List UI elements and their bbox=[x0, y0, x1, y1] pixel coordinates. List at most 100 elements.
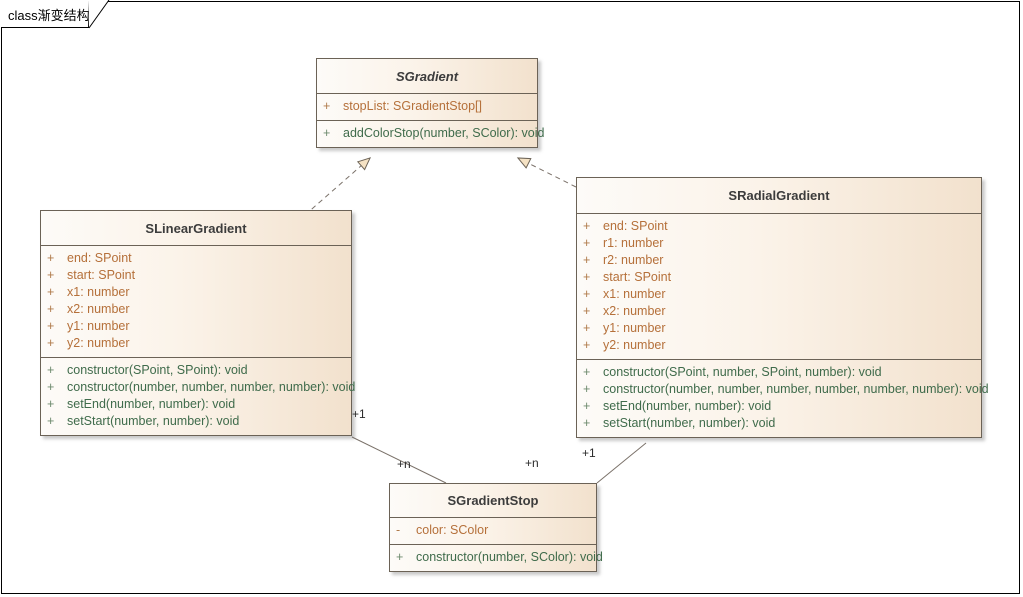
attribute-signature: color: SColor bbox=[416, 523, 489, 537]
attribute-signature: end: SPoint bbox=[603, 219, 668, 233]
class-separator bbox=[41, 245, 351, 246]
attribute-row: + start: SPoint bbox=[577, 269, 981, 286]
visibility-marker: + bbox=[47, 251, 55, 265]
class-box-sgradientstop[interactable]: SGradientStop - color: SColor + construc… bbox=[389, 483, 603, 572]
visibility-marker: + bbox=[583, 253, 591, 267]
attribute-signature: y2: number bbox=[603, 338, 666, 352]
methods-compartment-sgradient: + addColorStop(number, SColor): void bbox=[317, 121, 545, 147]
attributes-compartment-sradialgradient: + end: SPoint + r1: number + r2: number … bbox=[577, 214, 981, 359]
visibility-marker: + bbox=[323, 99, 331, 113]
visibility-marker: + bbox=[583, 416, 591, 430]
class-separator bbox=[390, 544, 596, 545]
visibility-marker: + bbox=[47, 380, 55, 394]
methods-compartment-slineargradient: + constructor(SPoint, SPoint): void + co… bbox=[41, 358, 355, 435]
attribute-signature: x2: number bbox=[603, 304, 666, 318]
attribute-row: + y1: number bbox=[41, 318, 351, 335]
attribute-row: + stopList: SGradientStop[] bbox=[317, 98, 537, 115]
class-separator bbox=[317, 93, 537, 94]
attribute-signature: start: SPoint bbox=[67, 268, 136, 282]
attributes-compartment-slineargradient: + end: SPoint + start: SPoint + x1: numb… bbox=[41, 246, 351, 357]
visibility-marker: + bbox=[47, 336, 55, 350]
class-separator bbox=[317, 120, 537, 121]
attribute-row: + r1: number bbox=[577, 235, 981, 252]
class-separator bbox=[577, 213, 981, 214]
visibility-marker: + bbox=[583, 236, 591, 250]
multiplicity-linear-end: +1 bbox=[352, 407, 366, 421]
attribute-row: + start: SPoint bbox=[41, 267, 351, 284]
visibility-marker: + bbox=[583, 219, 591, 233]
method-row: + setEnd(number, number): void bbox=[41, 396, 351, 413]
method-signature: constructor(number, SColor): void bbox=[416, 550, 603, 564]
attribute-row: + end: SPoint bbox=[577, 218, 981, 235]
attributes-compartment-sgradientstop: - color: SColor bbox=[390, 518, 596, 544]
class-title-sgradientstop: SGradientStop bbox=[447, 493, 539, 508]
attribute-signature: r2: number bbox=[603, 253, 664, 267]
method-signature: constructor(number, number, number, numb… bbox=[603, 382, 989, 396]
multiplicity-stop-from-linear: +n bbox=[397, 457, 411, 471]
diagram-frame-tab-body bbox=[1, 1, 89, 28]
class-box-slineargradient[interactable]: SLinearGradient + end: SPoint + start: S… bbox=[40, 210, 355, 436]
visibility-marker: + bbox=[583, 399, 591, 413]
attribute-row: + y2: number bbox=[41, 335, 351, 352]
class-title-slineargradient: SLinearGradient bbox=[145, 220, 247, 236]
attribute-signature: y1: number bbox=[67, 319, 130, 333]
attribute-row: + end: SPoint bbox=[41, 250, 351, 267]
method-signature: setEnd(number, number): void bbox=[603, 399, 772, 413]
class-box-sgradient[interactable]: SGradient + stopList: SGradientStop[] + … bbox=[316, 58, 545, 148]
methods-compartment-sgradientstop: + constructor(number, SColor): void bbox=[390, 545, 603, 571]
visibility-marker: + bbox=[47, 319, 55, 333]
visibility-marker: + bbox=[583, 287, 591, 301]
visibility-marker: + bbox=[583, 270, 591, 284]
visibility-marker: + bbox=[47, 414, 55, 428]
attribute-row: + r2: number bbox=[577, 252, 981, 269]
methods-compartment-sradialgradient: + constructor(SPoint, number, SPoint, nu… bbox=[577, 360, 989, 437]
visibility-marker: + bbox=[47, 363, 55, 377]
visibility-marker: + bbox=[47, 397, 55, 411]
method-signature: constructor(SPoint, number, SPoint, numb… bbox=[603, 365, 882, 379]
visibility-marker: + bbox=[583, 382, 591, 396]
attribute-row: + x1: number bbox=[41, 284, 351, 301]
visibility-marker: + bbox=[396, 550, 404, 564]
attribute-signature: x2: number bbox=[67, 302, 130, 316]
attribute-signature: x1: number bbox=[67, 285, 130, 299]
method-signature: constructor(number, number, number, numb… bbox=[67, 380, 356, 394]
attribute-row: + x2: number bbox=[577, 303, 981, 320]
method-row: + setEnd(number, number): void bbox=[577, 398, 981, 415]
visibility-marker: + bbox=[583, 338, 591, 352]
visibility-marker: + bbox=[47, 285, 55, 299]
attribute-row: - color: SColor bbox=[390, 522, 596, 539]
method-row: + constructor(SPoint, SPoint): void bbox=[41, 362, 351, 379]
attribute-row: + x1: number bbox=[577, 286, 981, 303]
visibility-marker: - bbox=[396, 523, 401, 537]
method-signature: setStart(number, number): void bbox=[603, 416, 776, 430]
class-title-sradialgradient: SRadialGradient bbox=[728, 188, 830, 203]
visibility-marker: + bbox=[583, 365, 591, 379]
class-separator bbox=[390, 517, 596, 518]
method-signature: setStart(number, number): void bbox=[67, 414, 240, 428]
method-row: + setStart(number, number): void bbox=[577, 415, 981, 432]
method-row: + constructor(number, number, number, nu… bbox=[577, 381, 989, 398]
attribute-signature: start: SPoint bbox=[603, 270, 672, 284]
visibility-marker: + bbox=[323, 126, 331, 140]
multiplicity-radial-end: +1 bbox=[582, 446, 596, 460]
method-row: + addColorStop(number, SColor): void bbox=[317, 125, 545, 142]
method-row: + constructor(SPoint, number, SPoint, nu… bbox=[577, 364, 981, 381]
class-box-sradialgradient[interactable]: SRadialGradient + end: SPoint + r1: numb… bbox=[576, 177, 989, 438]
visibility-marker: + bbox=[583, 304, 591, 318]
class-separator bbox=[577, 359, 981, 360]
attribute-row: + x2: number bbox=[41, 301, 351, 318]
method-row: + constructor(number, number, number, nu… bbox=[41, 379, 355, 396]
diagram-frame-label: class渐变结构 bbox=[8, 8, 90, 23]
class-title-sgradient: SGradient bbox=[395, 68, 459, 84]
attribute-signature: y1: number bbox=[603, 321, 666, 335]
visibility-marker: + bbox=[47, 302, 55, 316]
method-signature: addColorStop(number, SColor): void bbox=[343, 126, 545, 140]
visibility-marker: + bbox=[583, 321, 591, 335]
attribute-signature: x1: number bbox=[603, 287, 666, 301]
attribute-signature: r1: number bbox=[603, 236, 664, 250]
attribute-signature: y2: number bbox=[67, 336, 130, 350]
attribute-row: + y1: number bbox=[577, 320, 981, 337]
attributes-compartment-sgradient: + stopList: SGradientStop[] bbox=[317, 94, 537, 120]
